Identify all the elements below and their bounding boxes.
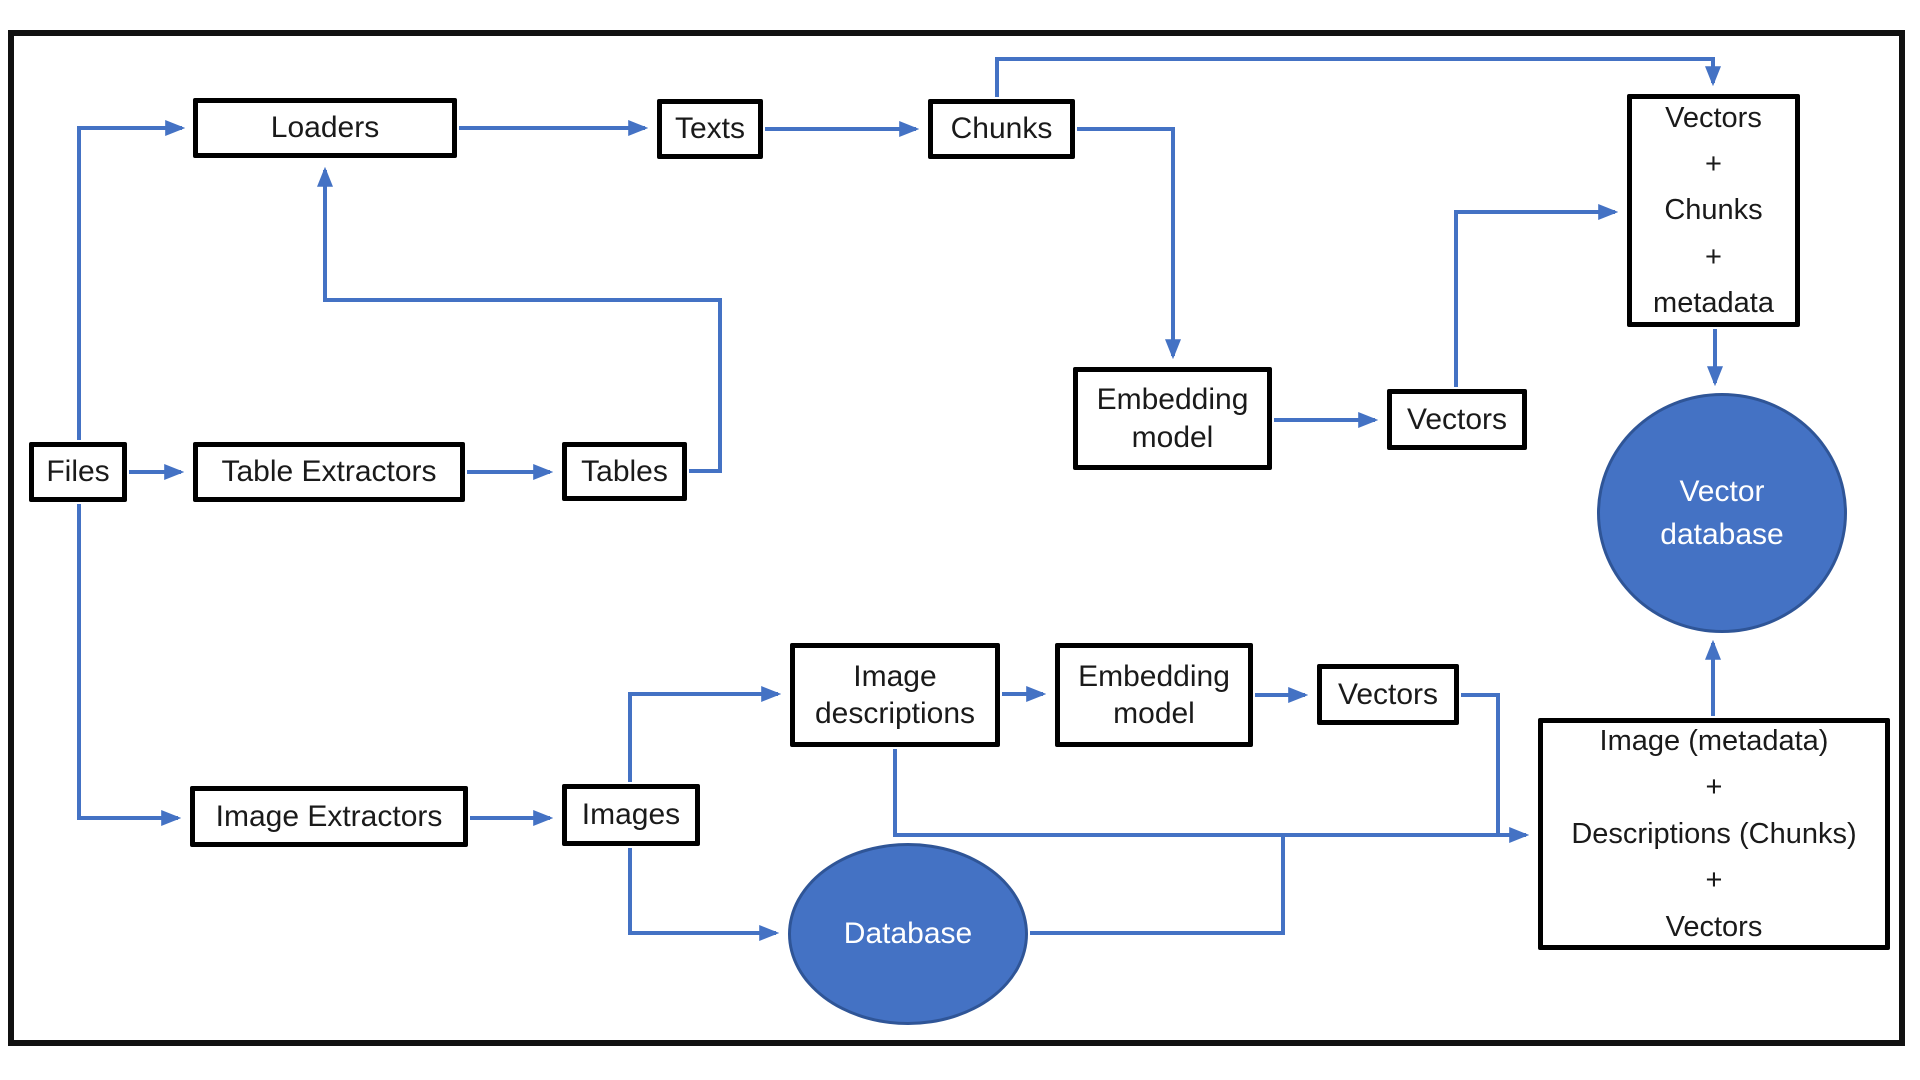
node-vectors-chunks-metadata: Vectors + Chunks + metadata [1627, 94, 1800, 327]
node-vectors-top: Vectors [1387, 389, 1527, 450]
node-vectors-bottom: Vectors [1317, 664, 1459, 725]
node-image-extractors: Image Extractors [190, 786, 468, 847]
node-embedding-model-top: Embedding model [1073, 367, 1272, 470]
node-embedding-model-bottom: Embedding model [1055, 643, 1253, 747]
node-image-descriptions: Image descriptions [790, 643, 1000, 747]
diagram-border [8, 30, 1905, 1046]
node-files: Files [29, 442, 127, 502]
node-images: Images [562, 784, 700, 846]
node-loaders: Loaders [193, 98, 457, 158]
node-database: Database [788, 843, 1028, 1025]
node-vector-database: Vector database [1597, 393, 1847, 633]
node-image-metadata-descriptions-vectors: Image (metadata) + Descriptions (Chunks)… [1538, 718, 1890, 950]
node-texts: Texts [657, 99, 763, 159]
node-tables: Tables [562, 442, 687, 501]
node-chunks: Chunks [928, 99, 1075, 159]
node-table-extractors: Table Extractors [193, 442, 465, 502]
